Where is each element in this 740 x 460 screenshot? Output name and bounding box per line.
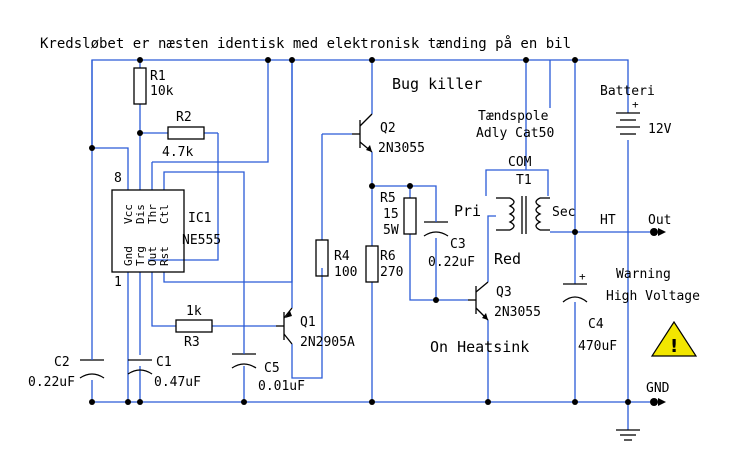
out-label: Out xyxy=(648,213,671,228)
q1-ref: Q1 xyxy=(300,315,316,330)
r3-ref: R3 xyxy=(184,335,200,350)
svg-text:!: ! xyxy=(670,336,678,357)
coil-sec: Sec xyxy=(552,205,575,220)
q3-ref: Q3 xyxy=(496,285,512,300)
r4-value: 100 xyxy=(334,265,357,280)
coil-model: Adly Cat50 xyxy=(476,126,554,141)
heatsink-label: On Heatsink xyxy=(430,338,529,356)
diagram-heading: Bug killer xyxy=(392,75,482,93)
svg-text:+: + xyxy=(632,98,639,111)
resistor-r2: R2 4.7k xyxy=(162,110,205,160)
q2-part: 2N3055 xyxy=(378,141,425,156)
battery-voltage: 12V xyxy=(648,122,672,137)
c4-plus: + xyxy=(579,270,586,283)
q1-part: 2N2905A xyxy=(300,335,355,350)
ic1-pin-thr: Thr xyxy=(146,204,159,224)
coil-pri: Pri xyxy=(454,202,481,220)
ic1-pin-trg: Trg xyxy=(134,246,147,266)
coil-com: COM xyxy=(508,155,532,170)
c4-value: 470uF xyxy=(578,339,617,354)
warning-line1: Warning xyxy=(616,267,671,282)
r3-value: 1k xyxy=(186,304,202,319)
ic1-pin-dis: Dis xyxy=(134,204,147,224)
wires xyxy=(91,59,650,430)
q3-part: 2N3055 xyxy=(494,305,541,320)
r4-ref: R4 xyxy=(334,249,350,264)
battery-name: Batteri xyxy=(600,84,655,99)
c4-ref: C4 xyxy=(588,317,604,332)
transistor-q1: Q1 2N2905A xyxy=(276,307,355,350)
c5-ref: C5 xyxy=(264,361,280,376)
c2-value: 0.22uF xyxy=(28,375,75,390)
ic1-pin1-label: 1 xyxy=(114,275,122,290)
r6-value: 270 xyxy=(380,265,403,280)
output-terminal-gnd: GND xyxy=(646,381,670,406)
r5-ref: R5 xyxy=(380,191,396,206)
resistor-r1: R1 10k xyxy=(133,67,174,105)
ic1-pin-vcc: Vcc xyxy=(122,204,135,224)
ic1-pin-out: Out xyxy=(146,246,159,266)
warning-line2: High Voltage xyxy=(606,289,700,304)
r2-ref: R2 xyxy=(176,110,192,125)
ignition-coil-t1: Tændspole Adly Cat50 COM T1 Pri Sec xyxy=(454,109,575,234)
diagram-title: Kredsløbet er næsten identisk med elektr… xyxy=(40,35,571,52)
warning-triangle-icon: ! xyxy=(650,320,698,357)
ic1-ref: IC1 xyxy=(188,211,211,226)
ht-label: HT xyxy=(600,213,616,228)
c3-ref: C3 xyxy=(450,237,466,252)
ic1-pin-rst: Rst xyxy=(158,246,171,266)
ground-symbol xyxy=(616,429,640,441)
ic1-pin8-label: 8 xyxy=(114,171,122,186)
capacitor-c1: C1 0.47uF xyxy=(127,355,201,390)
ic1-ne555: 8 1 Vcc Dis Thr Ctl Gnd Trg Out Rst IC1 … xyxy=(111,171,221,290)
c2-ref: C2 xyxy=(54,355,70,370)
transistor-q2: Q2 2N3055 xyxy=(352,113,425,156)
ic1-pin-ctl: Ctl xyxy=(158,204,171,224)
coil-ref: T1 xyxy=(516,173,532,188)
r1-ref: R1 xyxy=(150,69,166,84)
red-label: Red xyxy=(494,250,521,268)
capacitor-c5: C5 0.01uF xyxy=(231,345,305,394)
capacitor-c3: C3 0.22uF xyxy=(423,208,475,270)
q2-ref: Q2 xyxy=(380,121,396,136)
resistor-r6: R6 270 xyxy=(365,245,403,283)
resistor-r5: R5 15 5W xyxy=(380,191,417,238)
capacitor-c4: + C4 470uF xyxy=(562,270,617,354)
r5-value1: 15 xyxy=(383,207,399,222)
r5-value2: 5W xyxy=(383,223,399,238)
c1-ref: C1 xyxy=(156,355,172,370)
junctions xyxy=(89,57,631,405)
gnd-label: GND xyxy=(646,381,670,396)
resistor-r3: 1k R3 xyxy=(175,304,213,350)
r6-ref: R6 xyxy=(380,249,396,264)
ic1-pin-gnd: Gnd xyxy=(122,246,135,266)
c3-value: 0.22uF xyxy=(428,255,475,270)
transistor-q3: Q3 2N3055 xyxy=(468,281,541,321)
r2-value: 4.7k xyxy=(162,145,193,160)
r1-value: 10k xyxy=(150,84,174,99)
c5-value: 0.01uF xyxy=(258,379,305,394)
output-terminal-ht: HT Out xyxy=(600,213,671,236)
coil-name: Tændspole xyxy=(478,109,549,124)
battery: + Batteri 12V xyxy=(600,84,672,137)
capacitor-c2: C2 0.22uF xyxy=(28,355,105,390)
ic1-part: NE555 xyxy=(182,233,221,248)
resistor-r4: R4 100 xyxy=(315,239,357,280)
c1-value: 0.47uF xyxy=(154,375,201,390)
